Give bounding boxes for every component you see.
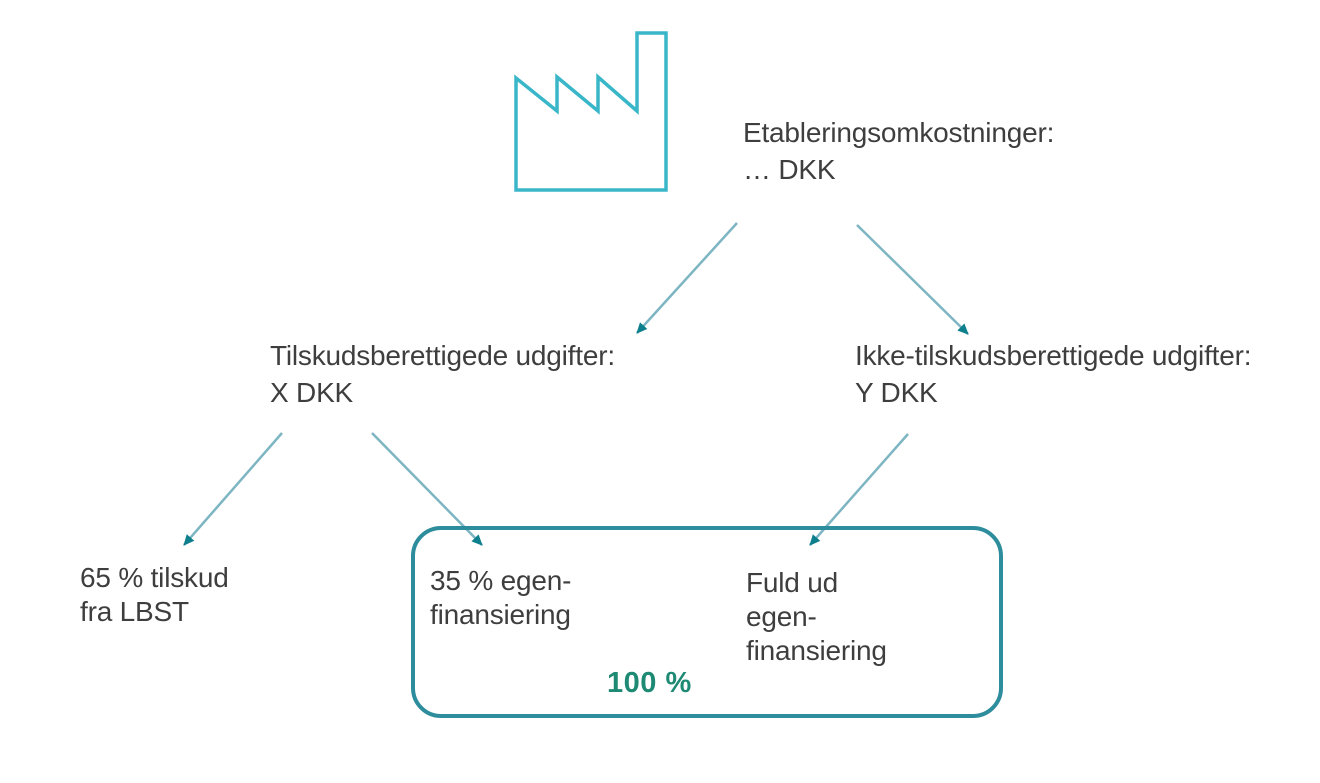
arrow-eligible-to-grant	[183, 432, 283, 546]
factory-icon	[514, 31, 668, 192]
node-root-label: Etableringsomkostninger: … DKK	[743, 117, 1055, 185]
leaf-grant-label: 65 % tilskud fra LBST	[80, 562, 229, 627]
total-percentage-label: 100 %	[607, 667, 692, 699]
node-eligible-label: Tilskudsberettigede udgifter: X DKK	[270, 340, 615, 408]
leaf-full-own-financing-label: Fuld ud egen- finansiering	[746, 567, 887, 666]
leaf-own-financing-label: 35 % egen- finansiering	[430, 565, 572, 630]
arrow-root-to-eligible	[636, 222, 738, 334]
node-non-eligible-label: Ikke-tilskudsberettigede udgifter: Y DKK	[855, 340, 1252, 408]
total-box	[411, 526, 1003, 718]
arrow-root-to-non-eligible	[856, 224, 969, 335]
